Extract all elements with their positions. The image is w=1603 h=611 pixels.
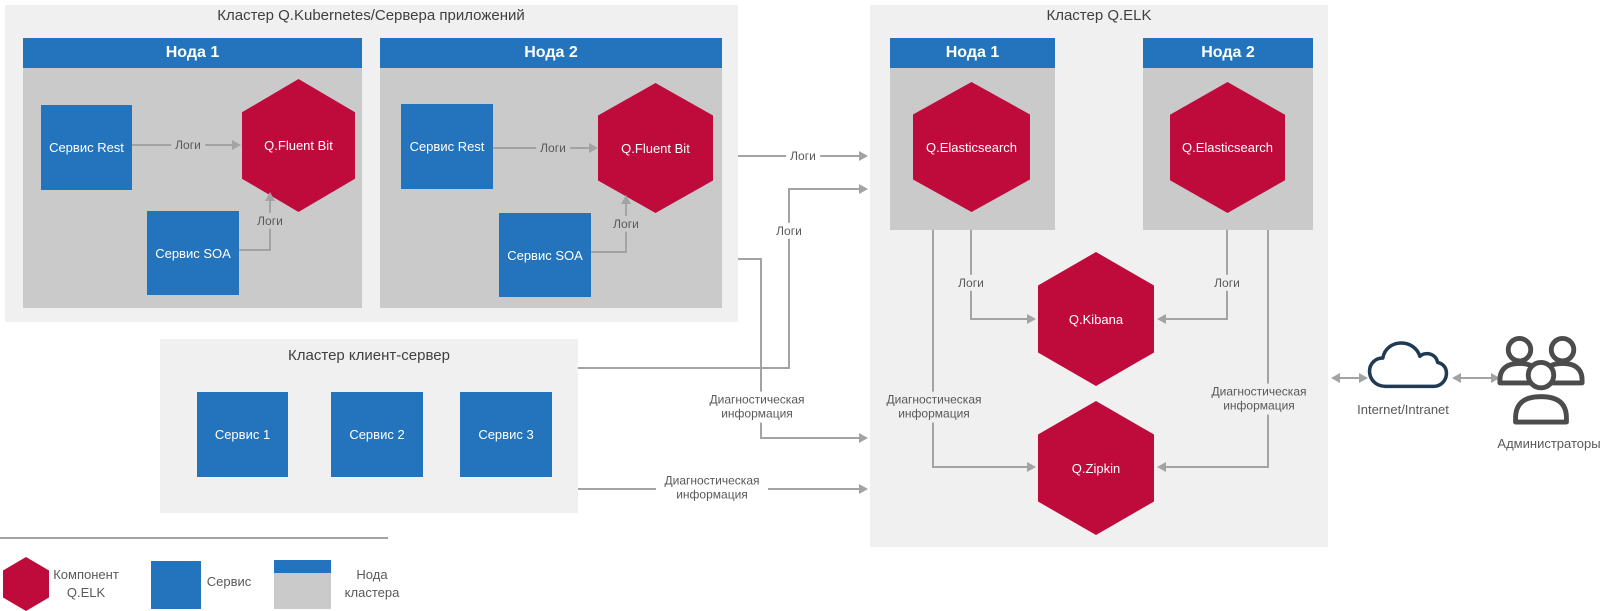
- line-segment: [1166, 318, 1228, 320]
- legend-node-header: [274, 560, 331, 573]
- arrowhead: [1157, 314, 1166, 324]
- legend-service-label: Сервис: [206, 574, 252, 589]
- line-segment: [239, 249, 271, 251]
- line-segment: [578, 367, 790, 369]
- kub-node2-service-rest: Сервис Rest: [401, 104, 493, 189]
- cs-service-2: Сервис 2: [331, 392, 423, 477]
- kub-node2-label: Нода 2: [524, 44, 578, 61]
- kub-node2-header: Нода 2: [380, 38, 722, 68]
- line-segment: [591, 251, 627, 253]
- line-segment: [970, 318, 1028, 320]
- line-segment: [788, 188, 859, 190]
- legend-component-hexagon: [3, 557, 49, 611]
- arrowhead: [859, 151, 868, 161]
- arrowhead: [859, 484, 868, 494]
- kub-node1-fluent-bit-hexagon: Q.Fluent Bit: [242, 79, 355, 212]
- cs-service-1: Сервис 1: [197, 392, 288, 477]
- line-segment: [932, 230, 934, 468]
- arrowhead: [1359, 373, 1368, 383]
- elk-node2-label: Нода 2: [1201, 44, 1255, 61]
- legend-node-label: Нода кластера: [344, 567, 400, 600]
- legend-service-square: [151, 561, 201, 609]
- edge-label-diagnostics: Диагностическая информация: [656, 472, 768, 504]
- edge-label-logs: Логи: [786, 147, 820, 165]
- administrators-icon: [1497, 335, 1585, 425]
- client-server-cluster-title: Кластер клиент-сервер: [288, 347, 450, 364]
- kub-node2-service-soa: Сервис SOA: [499, 213, 591, 297]
- cloud-icon: [1367, 341, 1449, 389]
- line-segment: [738, 258, 762, 260]
- line-segment: [760, 258, 762, 439]
- kub-node1-service-rest: Сервис Rest: [41, 105, 132, 190]
- edge-label-logs: Логи: [772, 222, 806, 240]
- arrowhead: [589, 143, 598, 153]
- elk-cluster-title: Кластер Q.ELK: [1046, 7, 1152, 24]
- line-segment: [1267, 230, 1269, 468]
- edge-label-diagnostics: Диагностическая информация: [701, 391, 813, 423]
- arrowhead: [265, 192, 275, 201]
- arrowhead: [1157, 462, 1166, 472]
- line-segment: [1459, 377, 1492, 379]
- elk-node1-header: Нода 1: [890, 38, 1055, 68]
- cs-service-3: Сервис 3: [460, 392, 552, 477]
- legend-component-label: Компонент Q.ELK: [53, 567, 119, 600]
- edge-label-logs: Логи: [954, 274, 988, 292]
- administrators-label: Администраторы: [1497, 436, 1601, 451]
- arrowhead: [859, 433, 868, 443]
- arrowhead: [1491, 373, 1500, 383]
- line-segment: [788, 188, 790, 369]
- internet-label: Internet/Intranet: [1357, 402, 1449, 417]
- kub-node1-label: Нода 1: [165, 44, 220, 61]
- edge-label-logs: Логи: [609, 215, 643, 233]
- line-segment: [1166, 466, 1269, 468]
- elk-node2-header: Нода 2: [1143, 38, 1313, 68]
- arrowhead: [232, 140, 241, 150]
- edge-label-logs: Логи: [171, 136, 205, 154]
- arrowhead: [1027, 314, 1036, 324]
- edge-label-logs: Логи: [536, 139, 570, 157]
- line-segment: [1338, 377, 1361, 379]
- elk-node1-label: Нода 1: [945, 44, 1000, 61]
- elk-kibana-hexagon: Q.Kibana: [1038, 252, 1154, 386]
- kub-node1-header: Нода 1: [23, 38, 362, 68]
- arrowhead: [621, 195, 631, 204]
- line-segment: [932, 466, 1028, 468]
- line-segment: [760, 437, 859, 439]
- edge-label-logs: Логи: [1210, 274, 1244, 292]
- arrowhead: [859, 184, 868, 194]
- kub-node2-fluent-bit-hexagon: Q.Fluent Bit: [598, 83, 713, 213]
- edge-label-logs: Логи: [253, 212, 287, 230]
- arrowhead: [1452, 373, 1461, 383]
- arrowhead: [1331, 373, 1340, 383]
- legend-divider: [0, 537, 388, 539]
- arrowhead: [1027, 462, 1036, 472]
- edge-label-diagnostics: Диагностическая информация: [878, 391, 990, 423]
- edge-label-diagnostics: Диагностическая информация: [1203, 383, 1315, 415]
- kubernetes-cluster-title: Кластер Q.Kubernetes/Сервера приложений: [217, 7, 525, 24]
- kub-node1-service-soa: Сервис SOA: [147, 211, 239, 295]
- elk-zipkin-hexagon: Q.Zipkin: [1038, 401, 1154, 535]
